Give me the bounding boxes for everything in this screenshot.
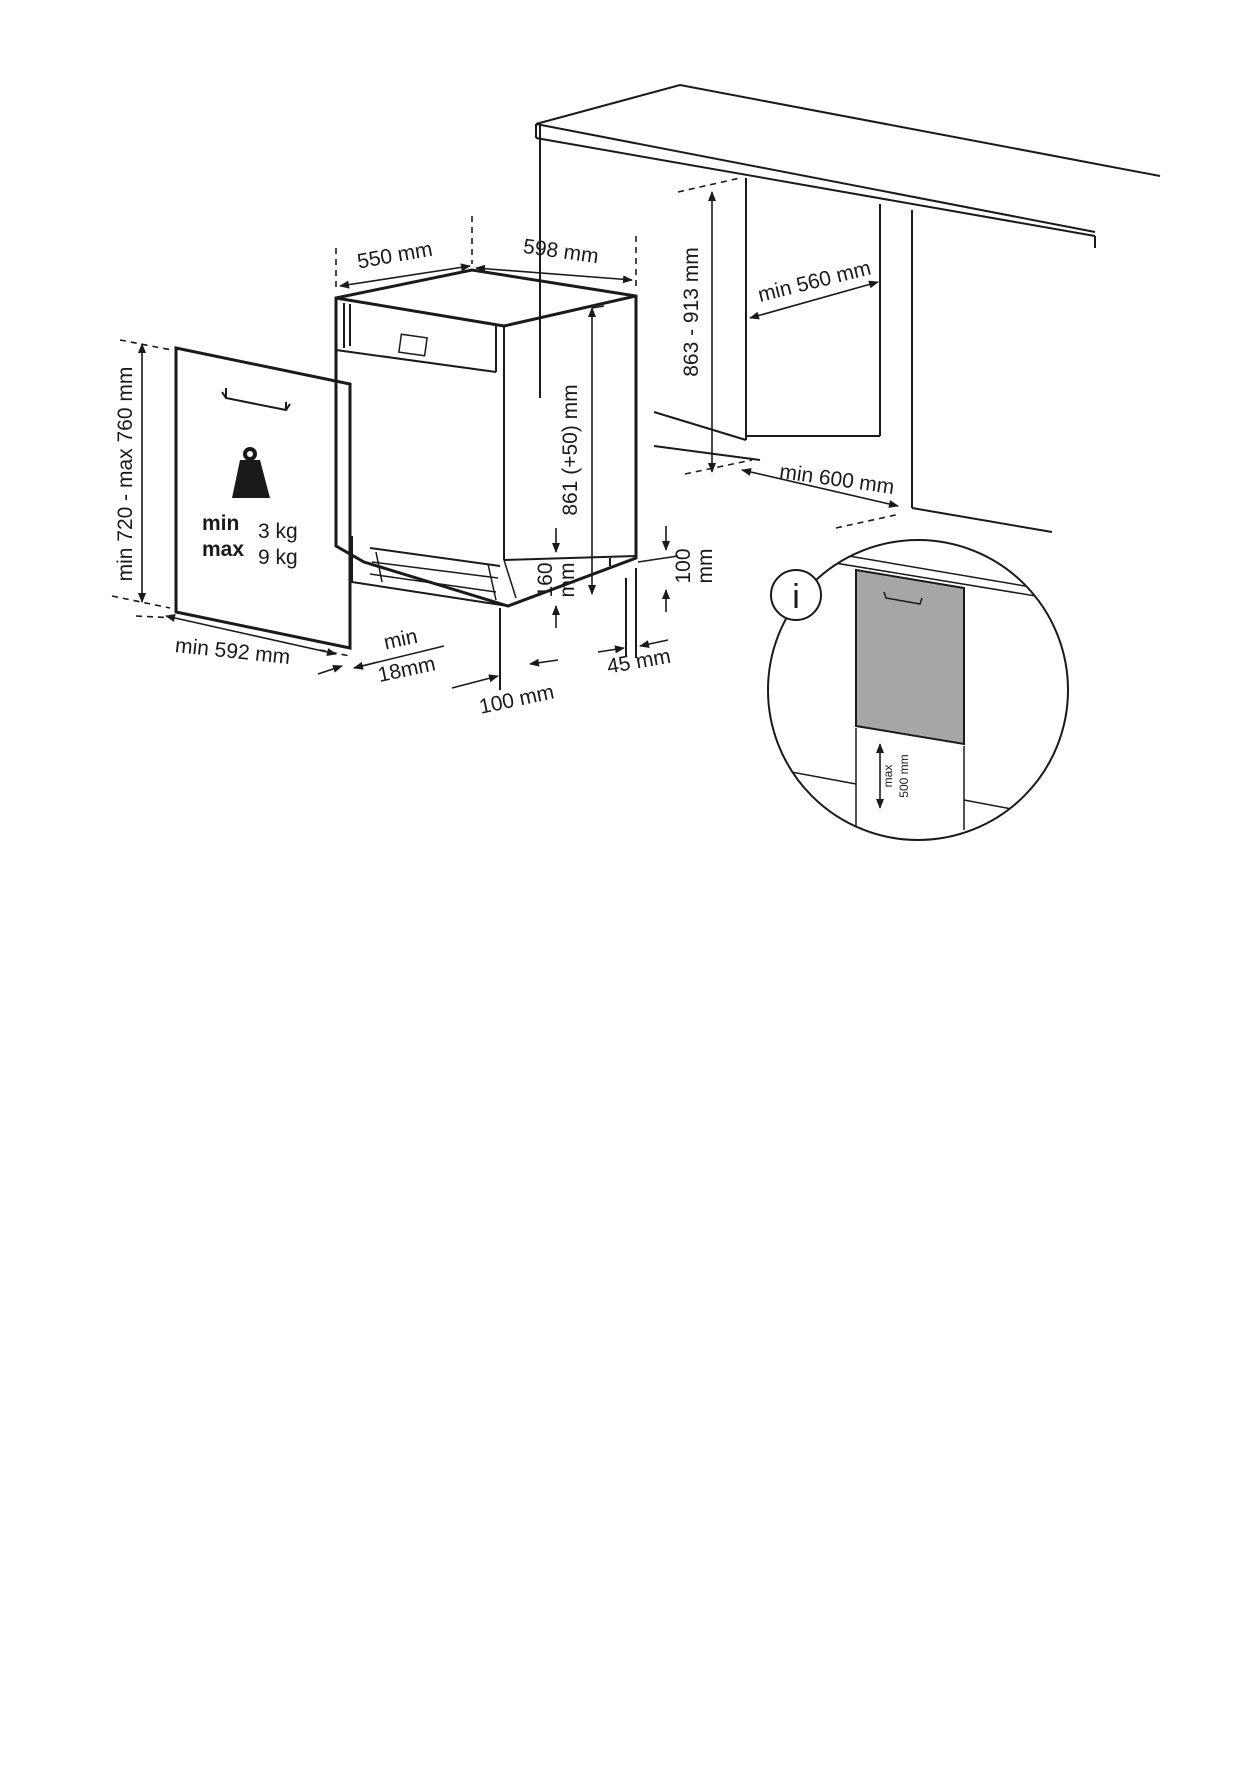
plinth-height-unit: mm — [556, 563, 579, 598]
info-icon: i — [770, 569, 822, 621]
foot-height-value: 100 — [672, 548, 695, 583]
weight-min-label: min — [202, 512, 239, 535]
info-inset: i — [767, 539, 1069, 841]
weight-icon: kg — [232, 447, 270, 498]
weight-max-value: 9 kg — [258, 546, 298, 569]
weight-icon-text: kg — [240, 475, 262, 496]
foot-height-unit: mm — [694, 549, 717, 584]
weight-max-label: max — [202, 538, 244, 561]
door-thickness-value: 18mm — [376, 652, 438, 687]
inset-value-label: 500 mm — [897, 754, 911, 797]
niche-height-label: 863 - 913 mm — [680, 247, 703, 377]
svg-text:i: i — [792, 578, 800, 616]
dishwasher-unit — [334, 216, 679, 690]
weight-min-value: 3 kg — [258, 520, 298, 543]
inset-max-label: max — [881, 765, 895, 788]
width-label: 598 mm — [522, 235, 600, 268]
depth-label: 550 mm — [356, 238, 435, 274]
niche-depth-label: min 600 mm — [778, 460, 896, 499]
plinth-height-value: 160 — [534, 562, 557, 597]
furniture-door: kg min 3 kg max 9 kg — [111, 339, 445, 675]
door-height-label: min 720 - max 760 mm — [114, 367, 137, 582]
plinth-depth-label: 100 mm — [477, 681, 556, 719]
unit-height-label: 861 (+50) mm — [559, 384, 582, 515]
kitchen-niche — [535, 83, 1161, 533]
door-thickness-min: min — [382, 625, 420, 655]
